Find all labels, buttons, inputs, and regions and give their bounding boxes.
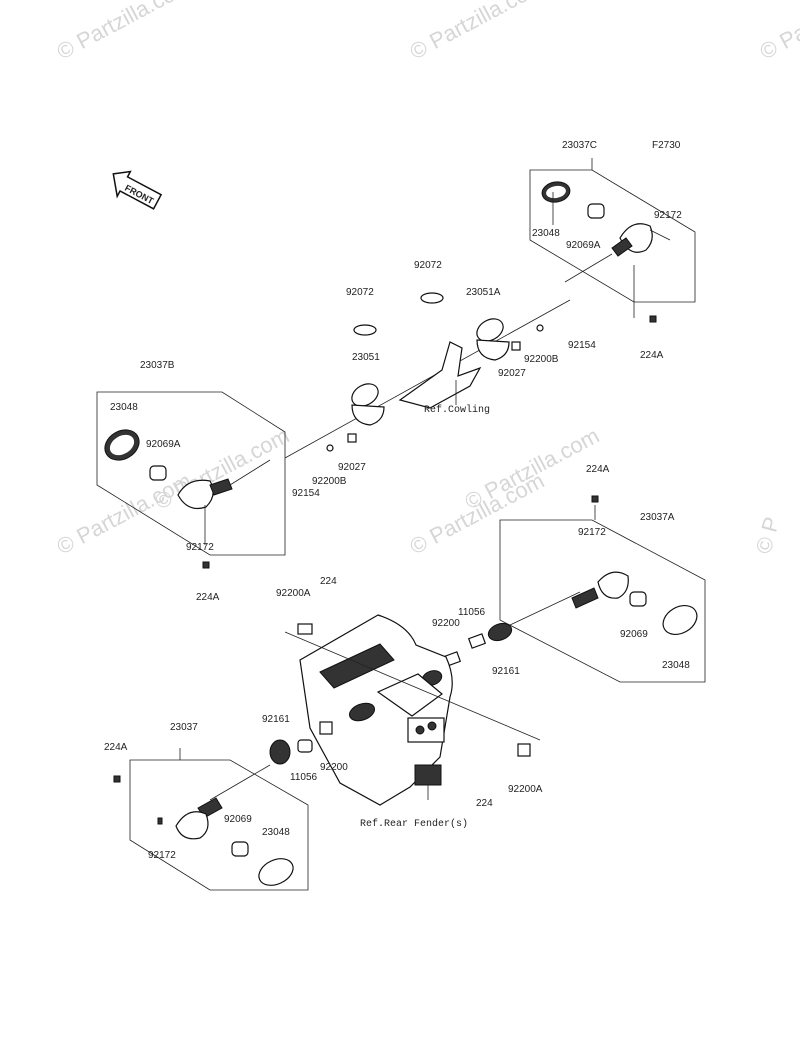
part-label: 11056 xyxy=(290,772,318,783)
watermark: © Partzilla.com xyxy=(151,423,294,515)
part-label: 92072 xyxy=(414,260,442,271)
part-label: 92200B xyxy=(524,354,559,365)
part-label: 92161 xyxy=(492,666,520,677)
rear-fender xyxy=(284,614,541,806)
watermark: © Partzilla.com xyxy=(53,0,196,64)
part-label: 92154 xyxy=(292,488,320,499)
part-label: 92069 xyxy=(620,629,648,640)
part-label: 92172 xyxy=(578,527,606,538)
part-label: 92154 xyxy=(568,340,596,351)
part-label: 92200B xyxy=(312,476,347,487)
turn-signal-front-right xyxy=(529,158,696,323)
part-label: 23037B xyxy=(140,360,175,371)
part-label: 23037 xyxy=(170,722,198,733)
part-label: 92200A xyxy=(508,784,543,795)
part-label: 23048 xyxy=(662,660,690,671)
part-label: 92161 xyxy=(262,714,290,725)
part-label: 92200 xyxy=(320,762,348,773)
part-label: 92172 xyxy=(186,542,214,553)
part-label: 23051A xyxy=(466,287,501,298)
part-label: 92200A xyxy=(276,588,311,599)
part-label: 92069A xyxy=(146,439,181,450)
part-label: 11056 xyxy=(458,607,486,618)
part-label: 92172 xyxy=(148,850,176,861)
part-label: 92027 xyxy=(498,368,526,379)
part-label: 92069A xyxy=(566,240,601,251)
part-label: 224 xyxy=(476,798,493,809)
part-label: 92027 xyxy=(338,462,366,473)
part-label: 23048 xyxy=(532,228,560,239)
part-label: 224A xyxy=(586,464,610,475)
front-arrow-icon: FRONT xyxy=(112,170,163,210)
part-label: 224A xyxy=(196,592,220,603)
watermark: © P xyxy=(751,514,785,556)
ref-rear-fender: Ref.Rear Fender(s) xyxy=(360,818,468,830)
ref-cowling: Ref.Cowling xyxy=(424,404,490,416)
part-label: 224 xyxy=(320,576,337,587)
part-label: 23037C xyxy=(562,140,597,151)
part-label: 92172 xyxy=(654,210,682,221)
part-label: 92200 xyxy=(432,618,460,629)
watermark: © Partzilla.com xyxy=(756,0,800,64)
part-label: 23037A xyxy=(640,512,675,523)
part-label: 23051 xyxy=(352,352,380,363)
watermark: © Partzilla.com xyxy=(406,0,549,64)
figure-code: F2730 xyxy=(652,140,681,151)
turn-signal-rear-left xyxy=(113,739,313,891)
part-label: 23048 xyxy=(110,402,138,413)
part-label: 224A xyxy=(640,350,664,361)
part-label: 92072 xyxy=(346,287,374,298)
turn-signal-front-left xyxy=(96,391,286,569)
part-label: 92069 xyxy=(224,814,252,825)
part-label: 224A xyxy=(104,742,128,753)
watermark: © Partzilla.com xyxy=(461,423,604,515)
center-mount xyxy=(284,292,571,459)
part-label: 23048 xyxy=(262,827,290,838)
